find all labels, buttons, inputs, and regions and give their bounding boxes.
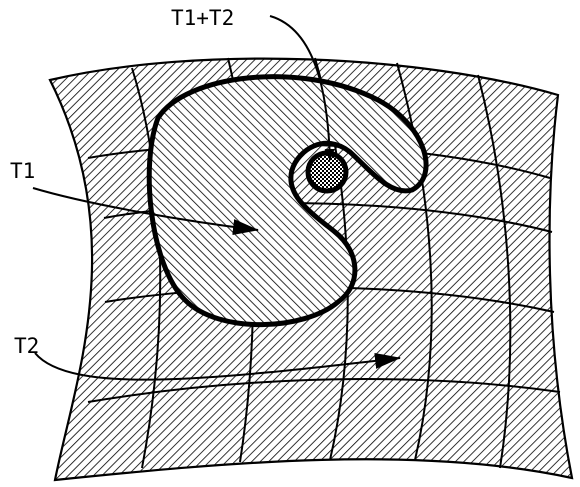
region-t1-t2 <box>305 150 349 194</box>
arrow-t1 <box>32 187 259 236</box>
arrow-t1-t2 <box>269 15 335 161</box>
label-t1-t2: T1+T2 <box>171 6 235 30</box>
label-t2: T2 <box>14 334 40 358</box>
arrow-t2 <box>34 352 401 381</box>
label-t1: T1 <box>10 159 36 183</box>
region-t1 <box>146 74 429 328</box>
